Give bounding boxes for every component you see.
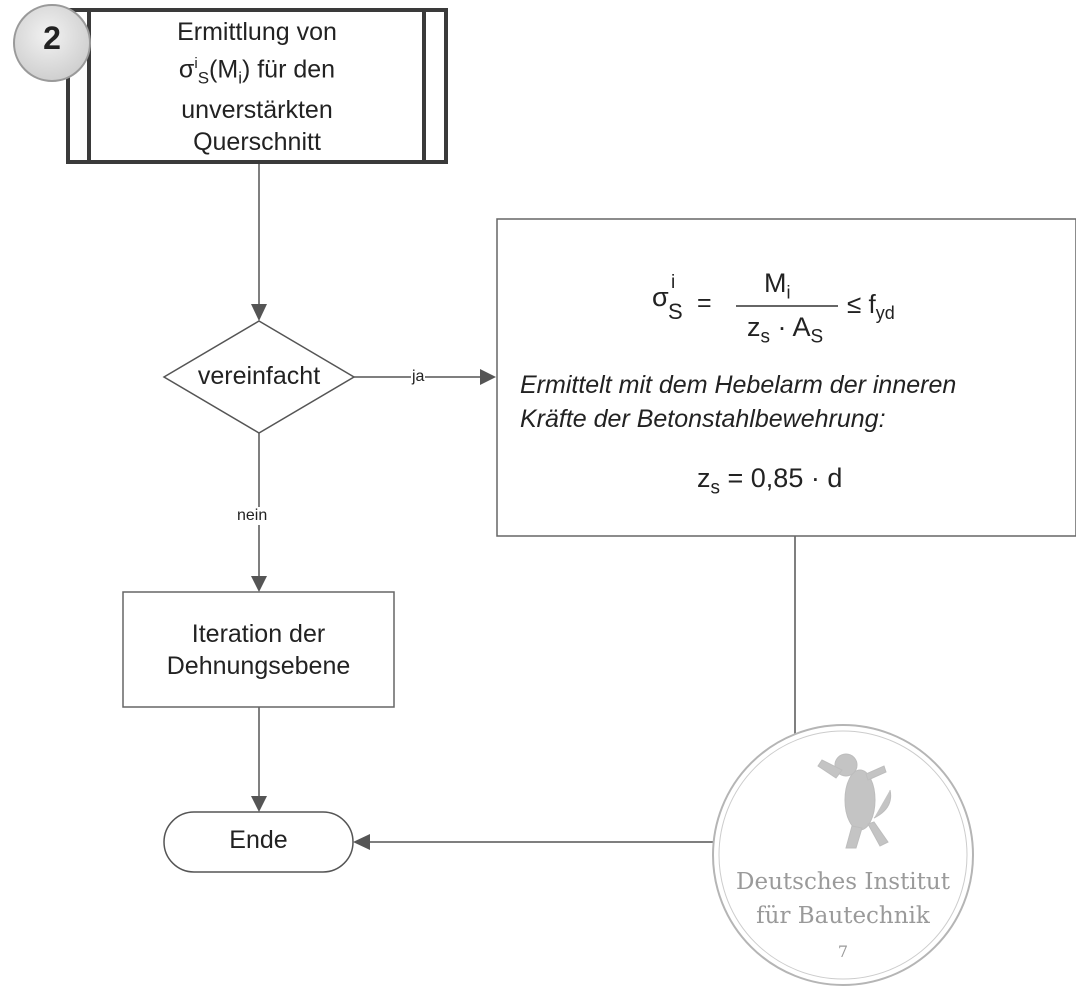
formula-note: Ermittelt mit dem Hebelarm der inneren K… — [520, 368, 1060, 436]
step-number: 2 — [43, 20, 61, 56]
denominator-dot: · — [777, 312, 787, 342]
denominator-a: A — [792, 312, 811, 342]
bear-emblem-icon — [817, 753, 892, 849]
arrowhead-left-end — [353, 834, 370, 850]
end-terminal — [163, 811, 354, 873]
iteration-box-label: Iteration der Dehnungsebene — [123, 618, 394, 682]
institute-seal — [712, 724, 974, 986]
sigma-superscript: i — [194, 55, 198, 72]
numerator-m: M — [764, 268, 787, 298]
lever-arm-formula: zs = 0,85 · d — [697, 463, 842, 499]
denominator-z-subscript: s — [760, 326, 771, 348]
formula-sigma: σ — [652, 282, 669, 313]
limit-subscript: yd — [875, 303, 895, 324]
start-box-line3: unverstärkten — [181, 96, 333, 125]
sigma-subscript: S — [197, 68, 210, 88]
no-label: nein — [235, 507, 270, 525]
denominator-z: z — [747, 312, 761, 342]
line2-rest: ) für den — [241, 55, 336, 84]
arrowhead-down-decision — [251, 304, 267, 321]
end-label: Ende — [229, 826, 288, 854]
yes-label: ja — [411, 368, 426, 386]
formula-note-line2: Kräfte der Betonstahlbewehrung: — [520, 405, 886, 433]
arrowhead-down-end — [251, 796, 267, 812]
formula-numerator: Mi — [764, 268, 791, 303]
moment-subscript: i — [238, 68, 242, 88]
limit-leq-f: ≤ f — [847, 289, 876, 319]
iteration-process-box — [122, 591, 395, 708]
formula-equals: = — [697, 289, 712, 317]
decision-diamond — [162, 320, 356, 434]
formula-denominator: zs · AS — [747, 312, 823, 348]
start-box-line2: σiS(Mi) für den — [92, 48, 422, 94]
arrowhead-down-iteration — [251, 576, 267, 592]
formula-note-line1: Ermittelt mit dem Hebelarm der inneren — [520, 371, 957, 399]
formula-sigma-sup: i — [671, 272, 676, 293]
moment-open: (M — [209, 55, 239, 84]
denominator-a-subscript: S — [810, 326, 824, 348]
formula-sigma-sub: S — [668, 299, 683, 324]
arrowhead-right-formula — [480, 369, 496, 385]
lever-arm-subscript: s — [710, 477, 721, 499]
seal-line1: Deutsches Institut — [736, 869, 950, 895]
formula-sigma-symbol: σ — [652, 282, 669, 312]
iteration-line2: Dehnungsebene — [166, 652, 351, 680]
lever-arm-rhs: = 0,85 · d — [727, 463, 843, 493]
seal-line2: für Bautechnik — [756, 903, 930, 929]
formula-box — [496, 218, 1076, 537]
step-badge — [13, 4, 91, 82]
numerator-subscript: i — [786, 282, 791, 303]
start-box-label: Ermittlung von σiS(Mi) für den unverstär… — [92, 16, 422, 158]
start-box-line4: Querschnitt — [193, 128, 321, 157]
formula-limit: ≤ fyd — [847, 289, 895, 324]
sigma-symbol: σ — [178, 55, 195, 84]
decision-label: vereinfacht — [197, 362, 321, 390]
start-box-line1: Ermittlung von — [177, 18, 337, 46]
iteration-line1: Iteration der — [191, 620, 326, 648]
start-process-box — [66, 8, 448, 164]
seal-number: 7 — [837, 942, 849, 961]
lever-arm-z: z — [697, 463, 711, 493]
